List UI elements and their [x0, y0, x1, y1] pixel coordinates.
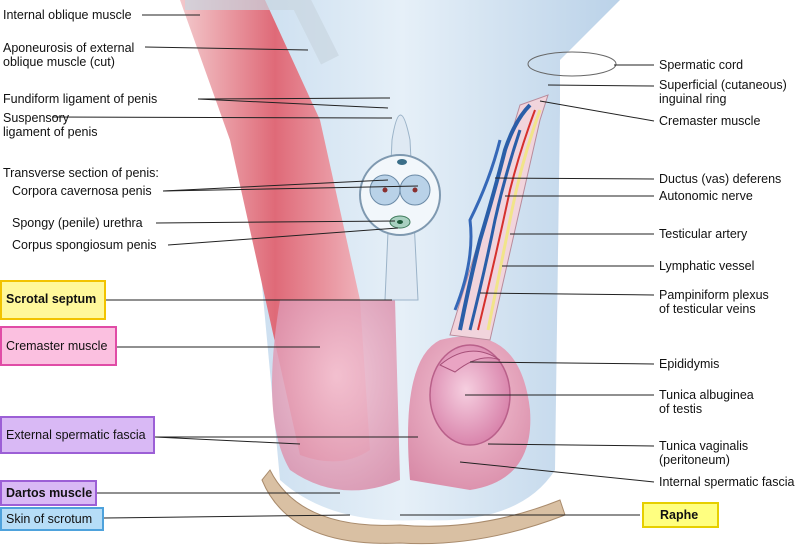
label-fundiform: Fundiform ligament of penis — [3, 92, 158, 106]
label-corpora-cavernosa: Corpora cavernosa penis — [12, 184, 152, 198]
label-tunica-albuginea-line2: of testis — [659, 402, 703, 416]
left-scrotal-sac — [272, 300, 400, 491]
label-tunica-albuginea-line1: Tunica albuginea — [659, 388, 754, 402]
label-testicular-artery: Testicular artery — [659, 227, 748, 241]
label-pampiniform-line1: Pampiniform plexus — [659, 288, 769, 302]
label-spongy-urethra: Spongy (penile) urethra — [12, 216, 143, 230]
label-scrotal-septum: Scrotal septum — [0, 280, 106, 320]
superficial-inguinal-ring — [527, 51, 617, 77]
label-aponeurosis-line1: Aponeurosis of external — [3, 41, 135, 55]
label-transverse-section: Transverse section of penis: — [3, 166, 159, 180]
label-superficial-ring-line2: inguinal ring — [659, 92, 727, 106]
label-tunica-vaginalis-line2: (peritoneum) — [659, 453, 730, 467]
label-internal-spermatic-fascia: Internal spermatic fascia — [659, 475, 795, 489]
label-corpus-spongiosum: Corpus spongiosum penis — [12, 238, 157, 252]
label-autonomic-nerve: Autonomic nerve — [659, 189, 753, 203]
label-dartos-muscle: Dartos muscle — [0, 480, 97, 506]
penis-cross-section — [359, 154, 441, 236]
label-suspensory-line1: Suspensory — [3, 111, 70, 125]
label-cremaster-muscle-right: Cremaster muscle — [659, 114, 761, 128]
label-spermatic-cord: Spermatic cord — [659, 58, 744, 72]
label-tunica-vaginalis-line1: Tunica vaginalis — [659, 439, 749, 453]
label-aponeurosis-line2: oblique muscle (cut) — [3, 55, 115, 69]
label-pampiniform-line2: of testicular veins — [659, 302, 756, 316]
label-superficial-ring-line1: Superficial (cutaneous) — [659, 78, 787, 92]
label-raphe: Raphe — [642, 502, 719, 528]
label-external-spermatic-fascia: External spermatic fascia — [0, 416, 155, 454]
label-lymphatic-vessel: Lymphatic vessel — [659, 259, 755, 273]
label-suspensory-line2: ligament of penis — [3, 125, 98, 139]
label-ductus-deferens: Ductus (vas) deferens — [659, 172, 782, 186]
label-internal-oblique: Internal oblique muscle — [3, 8, 132, 22]
label-skin-of-scrotum: Skin of scrotum — [0, 507, 104, 531]
label-cremaster-muscle-left: Cremaster muscle — [0, 326, 117, 366]
label-epididymis: Epididymis — [659, 357, 720, 371]
